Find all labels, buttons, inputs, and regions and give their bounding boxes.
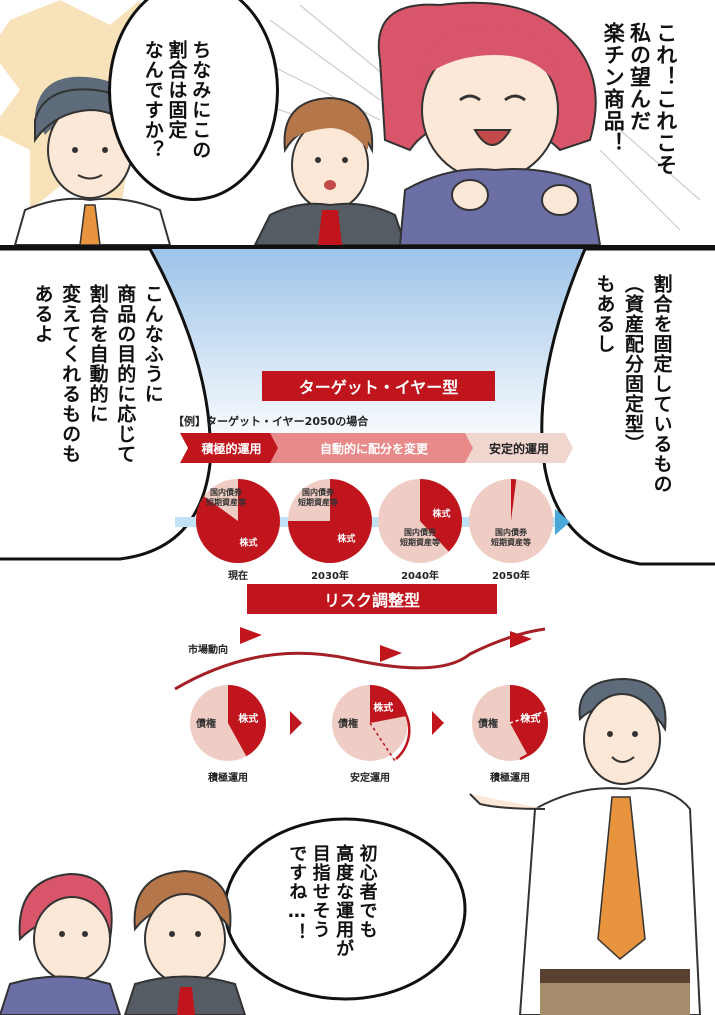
man-middle-illustration	[253, 96, 407, 245]
speech-column: 初心者でも	[356, 844, 378, 939]
market-trend-curve	[174, 627, 546, 691]
speech-column: ですね…！	[286, 844, 308, 942]
speech-bubble-top-left	[108, 0, 279, 201]
speech-column: あるよ	[31, 284, 54, 344]
market-trend-label: 市場動向	[188, 645, 228, 656]
banner-risk-adjust: リスク調整型	[247, 584, 497, 614]
main-panel: こんなふうに商品の目的に応じて割合を自動的に変えてくれるものもあるよ 割合を固定…	[0, 249, 715, 1015]
speech-bubble-middle-left	[0, 249, 212, 561]
boy-bottom-illustration	[123, 869, 247, 1015]
speech-column: 割合を固定しているもの	[650, 274, 673, 494]
speech-column: 楽チン商品！	[601, 22, 626, 154]
speech-column: 変えてくれるものも	[59, 284, 82, 464]
speech-column: 私の望んだ	[627, 22, 652, 132]
girl-bottom-illustration	[0, 872, 122, 1015]
speech-text-middle-left: こんなふうに商品の目的に応じて割合を自動的に変えてくれるものもあるよ	[28, 284, 166, 524]
speech-text-top-right: これ！これこそ私の望んだ楽チン商品！	[600, 22, 679, 222]
speech-bubble-middle-right	[540, 249, 715, 566]
girl-illustration	[377, 1, 602, 245]
speech-text-bottom: 初心者でも高度な運用が目指せそうですね…！	[285, 844, 379, 984]
speech-column: なんですか？	[141, 40, 164, 160]
market-arrow-2	[380, 645, 402, 662]
banner-target-year: ターゲット・イヤー型	[262, 371, 495, 401]
main-panel-art	[0, 249, 715, 1015]
speech-column: 割合は固定	[165, 40, 188, 140]
top-panel: ちなみにこの割合は固定なんですか？ これ！これこそ私の望んだ楽チン商品！	[0, 0, 715, 245]
speech-column: 商品の目的に応じて	[114, 284, 137, 464]
top-panel-art	[0, 0, 701, 245]
speech-column: こんなふうに	[141, 284, 164, 404]
speech-column: 高度な運用が	[333, 844, 355, 958]
speech-column: （資産配分固定型）	[622, 274, 644, 454]
man-bottom-illustration	[469, 677, 702, 1015]
speech-text-middle-right: 割合を固定しているもの （資産配分固定型） もあるし	[590, 274, 676, 539]
speech-column: ちなみにこの	[189, 40, 212, 160]
speech-column: 割合を自動的に	[86, 284, 109, 424]
speech-column: もあるし	[593, 274, 616, 354]
panel-divider	[0, 245, 715, 249]
example-label: 【例】ターゲット・イヤー2050の場合	[173, 415, 369, 428]
speech-column: これ！これこそ	[653, 22, 678, 176]
speech-column: 目指せそう	[309, 844, 331, 939]
speech-text-top-left: ちなみにこの割合は固定なんですか？	[140, 40, 212, 190]
market-arrow-1	[240, 627, 262, 644]
market-arrow-3	[510, 631, 532, 648]
